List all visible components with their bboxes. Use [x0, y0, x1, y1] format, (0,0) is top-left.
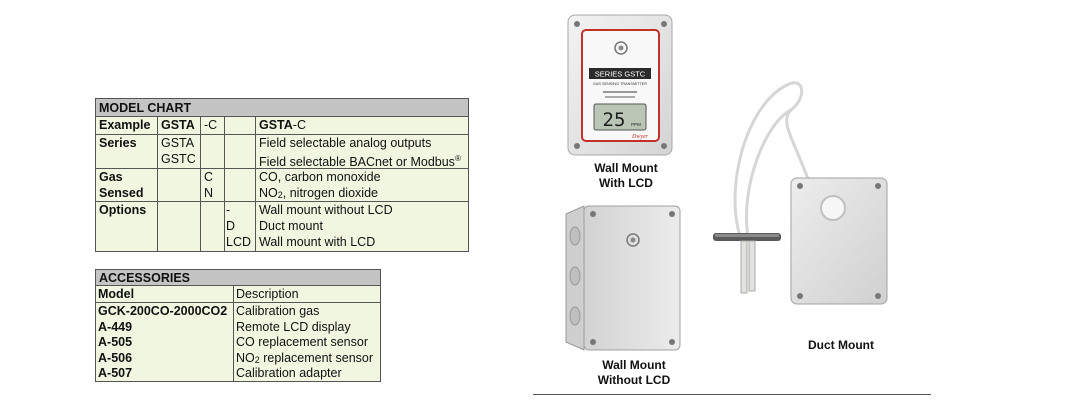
wall-mount-no-lcd-photo [565, 205, 681, 351]
registered-mark: ® [454, 154, 461, 163]
example-empty [224, 117, 255, 134]
example-base: GSTA [157, 117, 200, 134]
duct-mount-photo [713, 81, 888, 305]
options-codes: - D LCD [224, 202, 255, 251]
model-chart-table: MODEL CHART Example GSTA -C GSTA-C Serie… [95, 98, 469, 252]
gas-code-c: C [204, 170, 214, 184]
accessory-description: CO replacement sensor [233, 334, 380, 350]
accessory-description: Calibration gas [233, 303, 380, 319]
wall-mount-lcd-photo: SERIES GSTC GAS SENSING TRANSMITTER 25 P… [567, 14, 673, 156]
option-code-lcd: LCD [226, 235, 252, 249]
accessories-header-row: Model Description [96, 286, 380, 303]
option-desc-wall-no-lcd: Wall mount without LCD [259, 203, 393, 217]
options-descriptions: Wall mount without LCD Duct mount Wall m… [255, 202, 468, 251]
bottom-rule [533, 394, 931, 395]
accessory-description: Remote LCD display [233, 318, 380, 335]
model-chart-options-row: Options - D LCD Wall mount without LCD D… [96, 201, 468, 251]
table-row: GCK-200CO-2000CO2 Calibration gas [96, 303, 380, 319]
model-chart-gas-row: Gas Sensed C N CO, carbon monoxide NO2, … [96, 168, 468, 202]
series-descriptions: Field selectable analog outputs Field se… [255, 135, 468, 169]
example-result: GSTA-C [255, 117, 468, 134]
accessory-model: A-506 [98, 350, 133, 365]
accessory-model: A-507 [98, 366, 133, 380]
accessory-model: GCK-200CO-2000CO2 [98, 304, 228, 318]
screw-icons [797, 183, 881, 299]
gas-sensed-label: Gas Sensed [99, 170, 144, 200]
screw-icons [574, 21, 667, 149]
series-model-gstc: GSTC [161, 152, 196, 166]
accessories-col-description: Description [233, 286, 380, 302]
caption-wall-mount-lcd: Wall Mount With LCD [594, 161, 658, 190]
accessories-table: ACCESSORIES Model Description GCK-200CO-… [95, 269, 381, 382]
example-result-prefix: GSTA [259, 118, 293, 132]
accessory-description: NO2 replacement sensor [233, 349, 380, 366]
brand-logo-text: Dwyer [631, 134, 649, 140]
vent-icon [614, 41, 628, 55]
table-row: A-449 Remote LCD display [96, 318, 380, 335]
lcd-value: 25 [603, 109, 626, 131]
gas-desc-co: CO, carbon monoxide [259, 170, 381, 184]
accessory-model: A-505 [98, 335, 133, 349]
gas-codes: C N [200, 169, 224, 202]
example-label: Example [99, 118, 151, 132]
model-chart-series-row: Series GSTA GSTC Field selectable analog… [96, 134, 468, 169]
table-row: A-505 CO replacement sensor [96, 334, 380, 350]
label-sub-text: GAS SENSING TRANSMITTER [593, 82, 647, 86]
accessory-model: A-449 [98, 319, 133, 334]
option-desc-duct: Duct mount [259, 219, 323, 233]
example-suffix: -C [200, 117, 224, 134]
caption-wall-mount-no-lcd: Wall Mount Without LCD [597, 358, 671, 387]
screw-icons [590, 211, 675, 345]
vent-icon [626, 233, 640, 247]
gas-desc-no2: NO2, nitrogen dioxide [259, 186, 378, 200]
label-series-text: SERIES GSTC [595, 70, 646, 79]
option-code-d: D [226, 219, 236, 233]
series-models: GSTA GSTC [157, 135, 200, 169]
accessories-col-model: Model [98, 287, 135, 301]
option-code-none: - [226, 203, 231, 217]
accessories-title: ACCESSORIES [96, 270, 380, 286]
gas-descriptions: CO, carbon monoxide NO2, nitrogen dioxid… [255, 169, 468, 202]
table-row: A-507 Calibration adapter [96, 365, 380, 381]
model-chart-title: MODEL CHART [96, 99, 468, 117]
table-row: A-506 NO2 replacement sensor [96, 349, 380, 366]
accessory-description: Calibration adapter [233, 365, 380, 381]
option-desc-wall-lcd: Wall mount with LCD [259, 235, 376, 249]
caption-duct-mount: Duct Mount [808, 338, 874, 352]
tube-port-icon [820, 195, 846, 221]
duct-probe [713, 233, 781, 294]
lcd-unit: PPM [631, 122, 641, 127]
series-label: Series [99, 136, 137, 150]
options-label: Options [99, 203, 147, 217]
series-model-gsta: GSTA [161, 136, 195, 150]
model-chart-example-row: Example GSTA -C GSTA-C [96, 117, 468, 134]
example-result-suffix: -C [292, 118, 306, 132]
gas-code-n: N [204, 186, 214, 200]
series-desc-bacnet: Field selectable BACnet or Modbus® [259, 154, 461, 169]
knockout-icons [569, 226, 581, 326]
series-desc-analog: Field selectable analog outputs [259, 136, 432, 150]
